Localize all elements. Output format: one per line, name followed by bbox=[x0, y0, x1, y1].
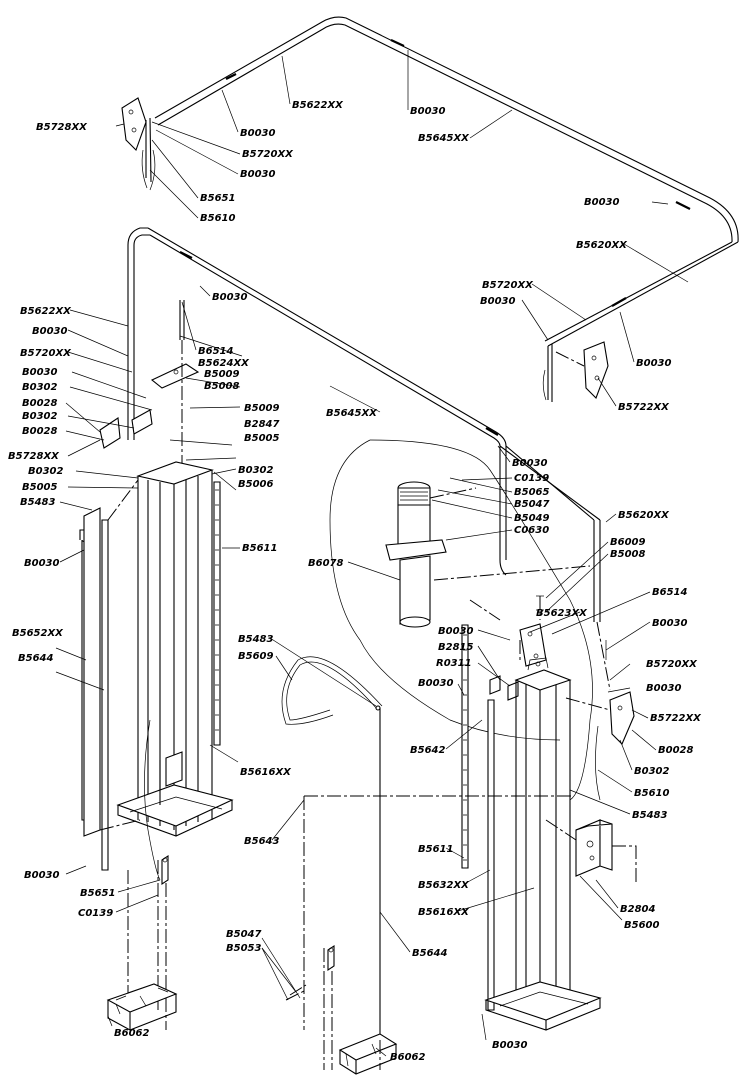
part-label: B6514 bbox=[652, 587, 687, 598]
part-label: B5728XX bbox=[8, 451, 60, 462]
top-overhead-frame bbox=[121, 16, 739, 402]
part-label: B0302 bbox=[634, 766, 669, 777]
part-label: B5644 bbox=[412, 948, 447, 959]
part-label: B2847 bbox=[244, 419, 279, 430]
part-label: B5722XX bbox=[618, 402, 670, 413]
part-label: B5006 bbox=[238, 479, 273, 490]
leader-lines bbox=[55, 50, 689, 1057]
left-column-assembly bbox=[79, 227, 507, 1031]
part-label: B5008 bbox=[610, 549, 645, 560]
part-label: B5047 bbox=[514, 499, 549, 510]
part-label: B6009 bbox=[610, 537, 645, 548]
part-label: R0311 bbox=[436, 658, 472, 669]
part-label: B0030 bbox=[512, 458, 547, 469]
part-label: B5624XX bbox=[198, 358, 250, 369]
part-label: B5005 bbox=[22, 482, 57, 493]
part-label: B5047 bbox=[226, 929, 261, 940]
part-label: B5622XX bbox=[292, 100, 344, 111]
part-label: B5632XX bbox=[418, 880, 470, 891]
part-label: B5483 bbox=[238, 634, 273, 645]
part-label: B0030 bbox=[480, 296, 515, 307]
part-label: B0030 bbox=[24, 870, 59, 881]
part-label: B5600 bbox=[624, 920, 659, 931]
part-label: B2804 bbox=[620, 904, 655, 915]
part-label: B0030 bbox=[410, 106, 445, 117]
part-label: B0030 bbox=[240, 169, 275, 180]
part-label: B0302 bbox=[28, 466, 63, 477]
part-label: B0030 bbox=[438, 626, 473, 637]
part-label: B0302 bbox=[22, 382, 57, 393]
part-label: B5620XX bbox=[618, 510, 670, 521]
part-labels: B5728XX B5622XX B0030 B5720XX B0030 B565… bbox=[8, 100, 702, 1063]
part-label: B5049 bbox=[514, 513, 549, 524]
part-label: B0302 bbox=[22, 411, 57, 422]
part-label: B5645XX bbox=[326, 408, 378, 419]
part-label: B2815 bbox=[438, 642, 473, 653]
part-label: B0030 bbox=[24, 558, 59, 569]
part-label: B6514 bbox=[198, 346, 233, 357]
part-label: B5610 bbox=[634, 788, 669, 799]
part-label: B5005 bbox=[244, 433, 279, 444]
part-label: B0302 bbox=[238, 465, 273, 476]
part-label: B5053 bbox=[226, 943, 261, 954]
part-label: B0030 bbox=[492, 1040, 527, 1051]
right-column-assembly bbox=[281, 439, 637, 1075]
part-label: B5623XX bbox=[536, 608, 588, 619]
part-label: B5611 bbox=[418, 844, 453, 855]
part-label: B5616XX bbox=[240, 767, 292, 778]
part-label: B5609 bbox=[238, 651, 273, 662]
part-label: B0030 bbox=[22, 367, 57, 378]
part-label: B6062 bbox=[390, 1052, 425, 1063]
part-label: B5642 bbox=[410, 745, 445, 756]
part-label: B0030 bbox=[652, 618, 687, 629]
part-label: B5008 bbox=[204, 381, 239, 392]
part-label: C0630 bbox=[514, 525, 549, 536]
part-label: B0030 bbox=[240, 128, 275, 139]
part-label: B5728XX bbox=[36, 122, 88, 133]
part-label: B0028 bbox=[658, 745, 693, 756]
part-label: B0030 bbox=[646, 683, 681, 694]
part-label: B5652XX bbox=[12, 628, 64, 639]
part-label: B0030 bbox=[32, 326, 67, 337]
part-label: B5722XX bbox=[650, 713, 702, 724]
part-label: B5610 bbox=[200, 213, 235, 224]
part-label: B5643 bbox=[244, 836, 279, 847]
part-label: C0139 bbox=[514, 473, 549, 484]
part-label: B5620XX bbox=[576, 240, 628, 251]
part-label: B0030 bbox=[418, 678, 453, 689]
part-label: C0139 bbox=[78, 908, 113, 919]
part-label: B5720XX bbox=[482, 280, 534, 291]
part-label: B5611 bbox=[242, 543, 277, 554]
part-label: B5644 bbox=[18, 653, 53, 664]
part-label: B5009 bbox=[244, 403, 279, 414]
part-label: B5622XX bbox=[20, 306, 72, 317]
part-label: B0030 bbox=[636, 358, 671, 369]
part-label: B5616XX bbox=[418, 907, 470, 918]
part-label: B5651 bbox=[200, 193, 235, 204]
part-label: B6078 bbox=[308, 558, 343, 569]
part-label: B0030 bbox=[212, 292, 247, 303]
part-label: B5720XX bbox=[242, 149, 294, 160]
part-label: B0028 bbox=[22, 426, 57, 437]
part-label: B5645XX bbox=[418, 133, 470, 144]
part-label: B0030 bbox=[584, 197, 619, 208]
part-label: B5720XX bbox=[20, 348, 72, 359]
part-label: B5483 bbox=[632, 810, 667, 821]
part-label: B5065 bbox=[514, 487, 549, 498]
part-label: B5651 bbox=[80, 888, 115, 899]
part-label: B5483 bbox=[20, 497, 55, 508]
part-label: B6062 bbox=[114, 1028, 149, 1039]
part-label: B5009 bbox=[204, 369, 239, 380]
part-label: B0028 bbox=[22, 398, 57, 409]
part-label: B5720XX bbox=[646, 659, 698, 670]
